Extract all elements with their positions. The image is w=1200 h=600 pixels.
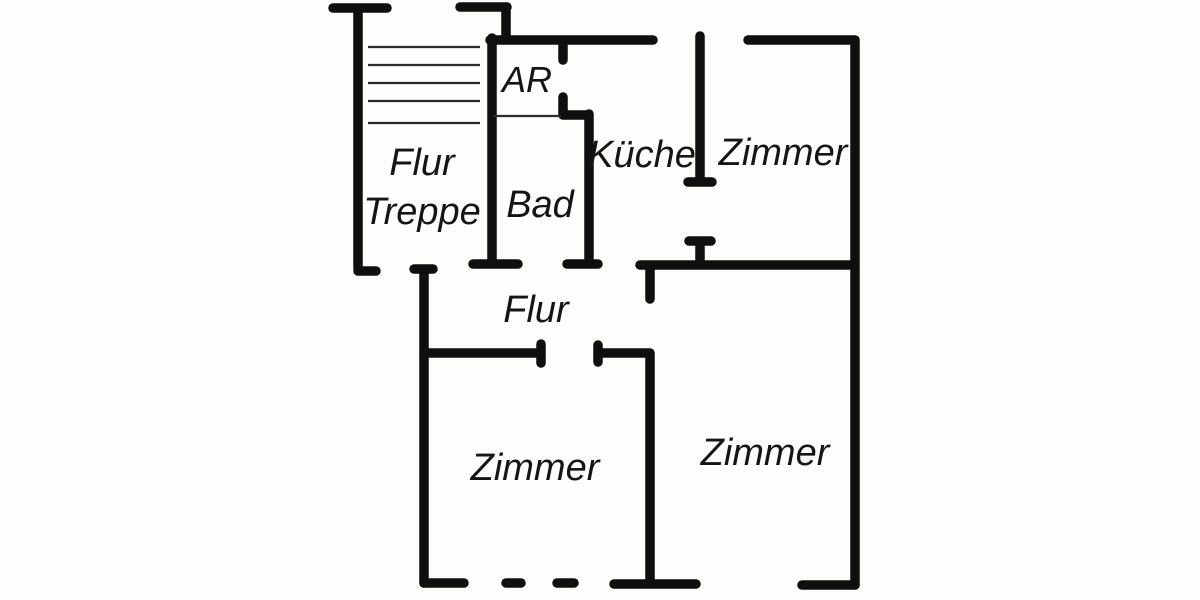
room-label-kueche: Küche [588,134,696,176]
room-label-treppe: Treppe [363,191,481,233]
room-label-zimmer-bottom-right: Zimmer [700,432,831,474]
walls-group [328,2,860,590]
room-label-zimmer-bottom-left: Zimmer [470,447,601,489]
stairs-and-separators-group [368,45,561,125]
room-label-zimmer-top-right: Zimmer [718,132,849,174]
room-label-bad: Bad [506,184,575,226]
room-label-flur-middle: Flur [503,289,570,331]
room-label-ar: AR [500,59,552,100]
room-label-flur-top: Flur [389,142,456,184]
